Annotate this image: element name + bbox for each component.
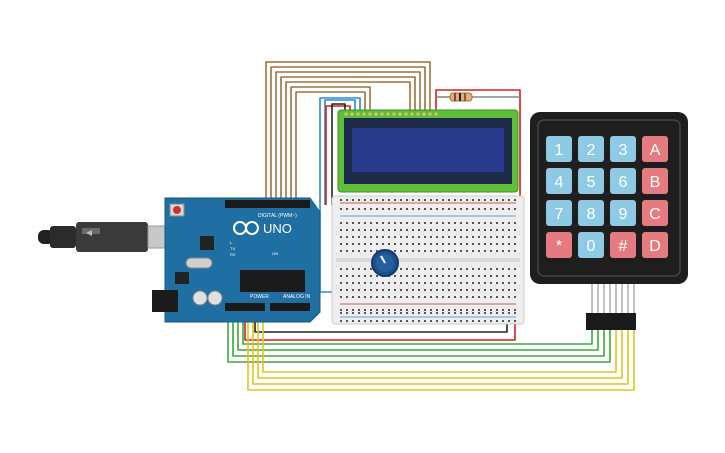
lcd-screen [352, 128, 504, 172]
keypad-key-label: 4 [555, 174, 564, 191]
keypad-key-label: D [649, 238, 661, 255]
keypad-key[interactable]: 5 [578, 168, 604, 194]
rx-label: RX [230, 252, 236, 257]
l-label: L [230, 240, 233, 245]
keypad-key-label: 7 [555, 206, 564, 223]
resistor [449, 92, 473, 102]
power-label: POWER [250, 294, 269, 300]
keypad-key[interactable]: * [546, 232, 572, 258]
keypad-key-label: 2 [587, 142, 596, 159]
keypad-key[interactable]: 4 [546, 168, 572, 194]
keypad-key[interactable]: 7 [546, 200, 572, 226]
digital-label: DIGITAL (PWM~) [258, 213, 297, 219]
keypad-key-label: 5 [587, 174, 596, 191]
keypad-key-label: 8 [587, 206, 596, 223]
keypad-connector [586, 313, 636, 330]
keypad-key[interactable]: 0 [578, 232, 604, 258]
keypad-key-label: B [650, 174, 661, 191]
on-label: ON [272, 251, 278, 256]
digital-header [225, 200, 310, 208]
keypad-key-label: * [556, 238, 562, 255]
keypad-key-label: 1 [555, 142, 564, 159]
analog-header [270, 303, 310, 311]
keypad-key-label: # [619, 238, 628, 255]
keypad-key[interactable]: 1 [546, 136, 572, 162]
breadboard [331, 195, 525, 325]
power-jack [152, 290, 178, 312]
keypad-4x4: 1 2 3 A 4 5 6 B 7 8 9 C * 0 # D [530, 112, 688, 330]
lcd-pin-row [344, 112, 438, 116]
keypad-key[interactable]: B [642, 168, 668, 194]
keypad-key[interactable]: 9 [610, 200, 636, 226]
lcd-16x2 [337, 109, 519, 193]
keypad-key-label: 3 [619, 142, 628, 159]
keypad-key[interactable]: D [642, 232, 668, 258]
keypad-key-label: 9 [619, 206, 628, 223]
breadboard-holes [340, 199, 516, 322]
keypad-key-label: 6 [619, 174, 628, 191]
microcontroller-chip [240, 270, 305, 292]
usb-cable [38, 222, 187, 252]
keypad-key[interactable]: 3 [610, 136, 636, 162]
keypad-key[interactable]: A [642, 136, 668, 162]
analog-label: ANALOG IN [283, 294, 311, 300]
keypad-key-label: 0 [587, 238, 596, 255]
tx-label: TX [230, 246, 235, 251]
arduino-logo [233, 221, 259, 235]
keypad-key[interactable]: # [610, 232, 636, 258]
power-header [225, 303, 265, 311]
arduino-uno-board: UNO DIGITAL (PWM~) POWER ANALOG IN TX RX… [152, 197, 321, 323]
keypad-key[interactable]: 8 [578, 200, 604, 226]
keypad-key[interactable]: 6 [610, 168, 636, 194]
uno-label: UNO [263, 221, 292, 236]
keypad-key-label: C [649, 206, 661, 223]
keypad-key-label: A [650, 142, 661, 159]
keypad-key[interactable]: 2 [578, 136, 604, 162]
keypad-key[interactable]: C [642, 200, 668, 226]
potentiometer[interactable] [371, 249, 399, 277]
